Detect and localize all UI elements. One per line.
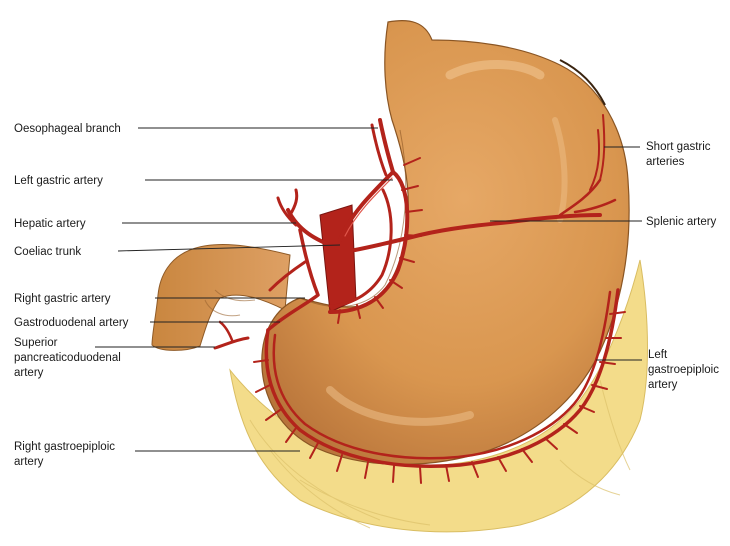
label-right-gastric-artery: Right gastric artery <box>14 293 111 305</box>
label-coeliac-trunk: Coeliac trunk <box>14 246 81 258</box>
label-oesophageal-branch: Oesophageal branch <box>14 123 121 135</box>
label-left-gastroepiploic-line3: artery <box>648 379 678 391</box>
label-right-gastroepiploic-line2: artery <box>14 456 44 468</box>
label-splenic-artery: Splenic artery <box>646 216 717 228</box>
labels-right: Short gastric arteries Splenic artery Le… <box>646 141 719 391</box>
label-short-gastric-line1: Short gastric <box>646 141 711 153</box>
label-left-gastroepiploic-line2: gastroepiploic <box>648 364 719 376</box>
label-superior-pancreaticoduodenal-line3: artery <box>14 367 44 379</box>
label-short-gastric-line2: arteries <box>646 156 685 168</box>
stomach <box>262 21 629 465</box>
label-left-gastric-artery: Left gastric artery <box>14 175 103 187</box>
label-superior-pancreaticoduodenal-line1: Superior <box>14 337 58 349</box>
label-right-gastroepiploic-line1: Right gastroepiploic <box>14 441 115 453</box>
label-superior-pancreaticoduodenal-line2: pancreaticoduodenal <box>14 352 121 364</box>
label-hepatic-artery: Hepatic artery <box>14 218 86 230</box>
label-gastroduodenal-artery: Gastroduodenal artery <box>14 317 129 329</box>
label-left-gastroepiploic-line1: Left <box>648 349 668 361</box>
labels-left: Oesophageal branch Left gastric artery H… <box>14 123 129 468</box>
